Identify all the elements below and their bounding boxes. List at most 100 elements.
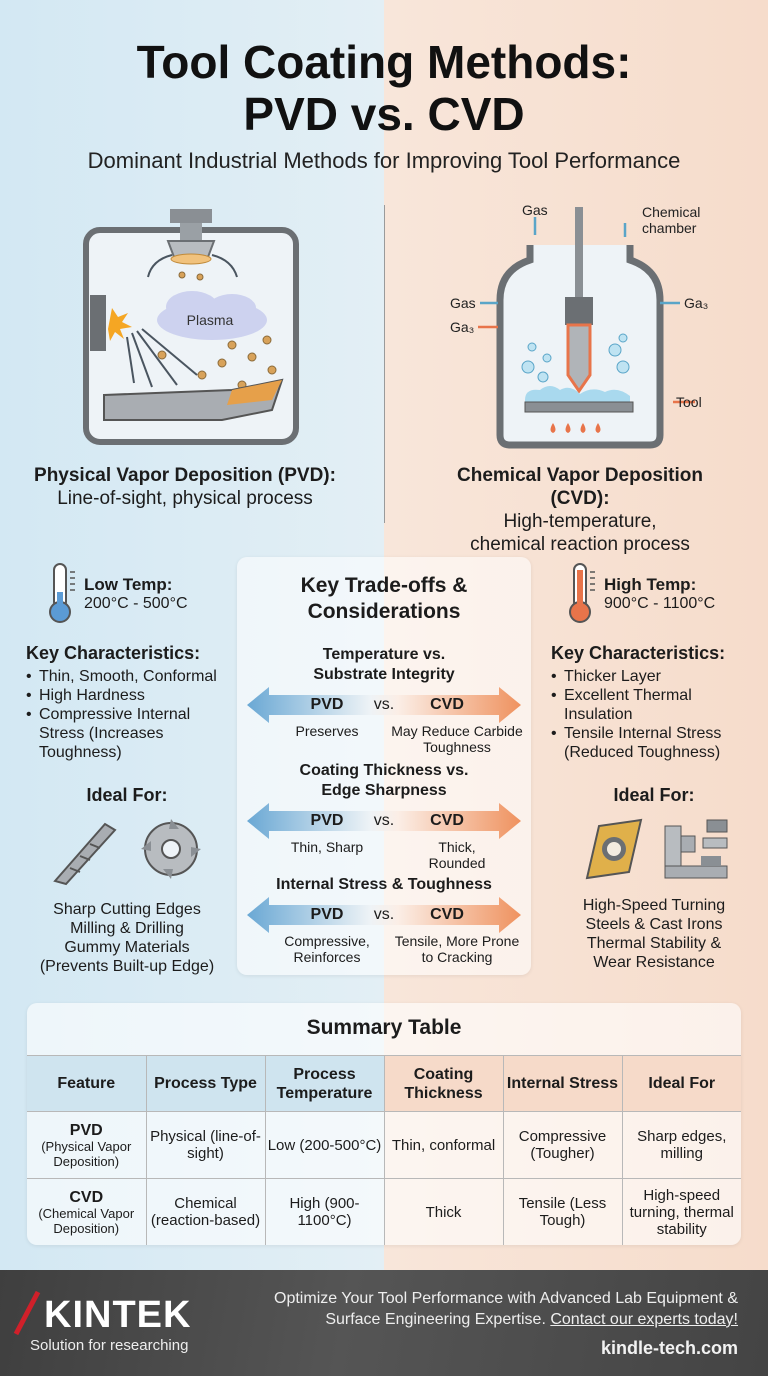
pvd-temp: Low Temp:200°C - 500°C bbox=[46, 562, 188, 626]
thermometer-hot-icon bbox=[569, 563, 595, 623]
footer-cta: Optimize Your Tool Performance with Adva… bbox=[218, 1288, 738, 1330]
table-cell: Tensile (Less Tough) bbox=[503, 1178, 623, 1245]
pvd-temp-label: Low Temp: bbox=[84, 575, 173, 594]
pvd-characteristics-title: Key Characteristics: bbox=[26, 643, 201, 663]
table-cell: Chemical (reaction-based) bbox=[146, 1178, 266, 1245]
cvd-label: CVD bbox=[430, 812, 464, 829]
table-cell: Physical (line-of-sight) bbox=[146, 1111, 266, 1179]
ga3-left-label: Ga₃ bbox=[450, 319, 474, 335]
column-header: Process Type bbox=[146, 1055, 266, 1112]
tool-label: Tool bbox=[676, 394, 702, 410]
plasma-label: Plasma bbox=[187, 312, 234, 328]
summary-title: Summary Table bbox=[306, 1016, 462, 1039]
milling-cutter-icon bbox=[141, 819, 201, 879]
double-arrow-icon bbox=[247, 897, 521, 933]
ideal-line: Wear Resistance bbox=[593, 954, 715, 971]
cvd-label: CVD bbox=[430, 696, 464, 713]
column-header: Feature bbox=[27, 1055, 147, 1112]
table-cell: Sharp edges, milling bbox=[622, 1111, 741, 1179]
column-header: Coating Thickness bbox=[384, 1055, 504, 1112]
table-row: PVD(Physical Vapor Deposition) Physical … bbox=[27, 1111, 741, 1179]
gas-left-label: Gas bbox=[450, 295, 476, 311]
title-line-1: Tool Coating Methods: bbox=[136, 36, 632, 88]
list-item: Thin, Smooth, Conformal bbox=[26, 667, 234, 686]
tradeoff-item: Temperature vs. Substrate Integrity PVD v… bbox=[237, 645, 531, 755]
pvd-characteristics: Key Characteristics: Thin, Smooth, Confo… bbox=[26, 643, 234, 762]
drill-bit-icon bbox=[53, 822, 117, 886]
contact-experts-link[interactable]: Contact our experts today! bbox=[550, 1311, 738, 1328]
double-arrow-icon bbox=[247, 687, 521, 723]
cta-text: Optimize Your Tool Performance with Adva… bbox=[274, 1290, 738, 1328]
ideal-line: Steels & Cast Irons bbox=[585, 916, 723, 933]
ideal-line: Thermal Stability & bbox=[586, 935, 722, 952]
table-cell: Compressive (Tougher) bbox=[503, 1111, 623, 1179]
page-title: Tool Coating Methods: PVD vs. CVD bbox=[0, 36, 768, 140]
table-row: CVD(Chemical Vapor Deposition) Chemical … bbox=[27, 1178, 741, 1245]
table-cell: High-speed turning, thermal stability bbox=[622, 1178, 741, 1245]
table-cell: High (900-1100°C) bbox=[265, 1178, 385, 1245]
cvd-characteristics: Key Characteristics: Thicker LayerExcell… bbox=[551, 643, 761, 762]
cvd-caption: Chemical Vapor Deposition (CVD): High-te… bbox=[425, 464, 735, 556]
cvd-desc: Thick, Rounded bbox=[428, 839, 486, 871]
cvd-reactor-diagram: Gas Gas Ga₃ Ga₃ Tool bbox=[450, 202, 708, 449]
pvd-caption: Physical Vapor Deposition (PVD): Line-of… bbox=[30, 464, 340, 510]
vs-label: vs. bbox=[373, 696, 395, 713]
vs-label: vs. bbox=[373, 812, 395, 829]
ideal-line: (Prevents Built-up Edge) bbox=[39, 958, 215, 975]
double-arrow-icon bbox=[247, 803, 521, 839]
cvd-temp-label: High Temp: bbox=[604, 575, 697, 594]
pvd-ideal-title: Ideal For: bbox=[86, 785, 168, 805]
pvd-label: PVD bbox=[310, 812, 344, 829]
logo-slogan: Solution for researching bbox=[30, 1337, 189, 1354]
summary-table-card: Summary Table Feature Process Type Proce… bbox=[27, 1003, 741, 1245]
table-header-row: Feature Process Type Process Temperature… bbox=[27, 1055, 741, 1112]
title-line-2: PVD vs. CVD bbox=[243, 88, 525, 140]
pvd-caption-text: Line-of-sight, physical process bbox=[57, 488, 313, 509]
tradeoff-heading: Temperature vs. Substrate Integrity bbox=[313, 646, 455, 683]
row-name: PVD bbox=[69, 1121, 103, 1139]
row-name: CVD bbox=[69, 1188, 104, 1206]
table-cell: Thick bbox=[384, 1178, 504, 1245]
ideal-line: Gummy Materials bbox=[64, 939, 190, 956]
column-header: Process Temperature bbox=[265, 1055, 385, 1112]
pvd-desc: Thin, Sharp bbox=[290, 839, 364, 855]
tradeoffs-panel: Key Trade-offs & Considerations Temperat… bbox=[237, 557, 531, 975]
page-subtitle: Dominant Industrial Methods for Improvin… bbox=[87, 148, 681, 173]
logo-slash-mark bbox=[13, 1290, 41, 1336]
row-full-name: (Physical Vapor Deposition) bbox=[41, 1138, 132, 1169]
row-feature: CVD(Chemical Vapor Deposition) bbox=[27, 1178, 147, 1245]
table-cell: Thin, conformal bbox=[384, 1111, 504, 1179]
pvd-caption-title: Physical Vapor Deposition (PVD): bbox=[34, 465, 336, 486]
footer bbox=[0, 1270, 768, 1376]
chamber-label: Chemical chamber bbox=[642, 204, 701, 236]
list-item: Tensile Internal Stress (Reduced Toughne… bbox=[551, 724, 761, 762]
cvd-caption-title: Chemical Vapor Deposition (CVD): bbox=[457, 465, 703, 509]
pvd-label: PVD bbox=[310, 696, 344, 713]
summary-table: Feature Process Type Process Temperature… bbox=[27, 1055, 741, 1245]
row-feature: PVD(Physical Vapor Deposition) bbox=[27, 1111, 147, 1179]
ideal-line: High-Speed Turning bbox=[582, 897, 726, 914]
ideal-line: Sharp Cutting Edges bbox=[53, 901, 201, 918]
plasma-cloud bbox=[157, 291, 267, 340]
thermometer-cold-icon bbox=[49, 563, 75, 623]
list-item: Compressive Internal Stress (Increases T… bbox=[26, 705, 234, 762]
table-cell: Low (200-500°C) bbox=[265, 1111, 385, 1179]
ga3-right-label: Ga₃ bbox=[684, 295, 708, 311]
list-item: Thicker Layer bbox=[551, 667, 761, 686]
gas-top-label: Gas bbox=[522, 202, 548, 218]
tradeoff-arrow: PVD vs. CVD bbox=[237, 687, 531, 723]
cvd-caption-text: High-temperature, chemical reaction proc… bbox=[470, 511, 690, 555]
tradeoffs-title: Key Trade-offs & Considerations bbox=[300, 574, 468, 623]
pvd-chamber-diagram: Plasma bbox=[83, 209, 299, 445]
list-item: High Hardness bbox=[26, 686, 234, 705]
tradeoff-arrow: PVD vs. CVD bbox=[237, 803, 531, 839]
website-link[interactable]: kindle-tech.com bbox=[600, 1338, 738, 1358]
cvd-characteristics-title: Key Characteristics: bbox=[551, 643, 726, 663]
column-header: Ideal For bbox=[622, 1055, 741, 1112]
kintek-logo[interactable]: KINTEK bbox=[44, 1294, 192, 1336]
cvd-desc: May Reduce Carbide Toughness bbox=[391, 723, 523, 755]
vs-label: vs. bbox=[373, 906, 395, 923]
